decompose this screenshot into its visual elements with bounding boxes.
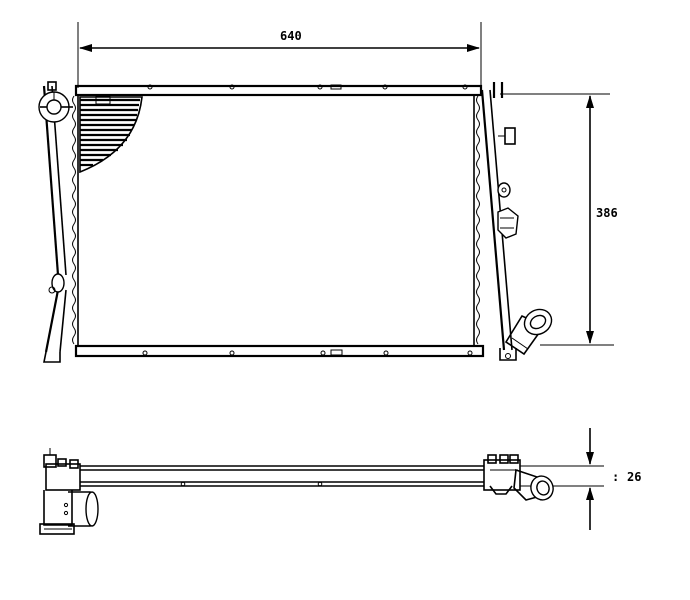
height-dimension: 386	[500, 93, 628, 346]
left-side-tank	[42, 81, 67, 363]
depth-label: 26	[627, 470, 641, 484]
depth-dimension: : 26	[520, 428, 641, 530]
radiator-core	[72, 95, 480, 346]
width-dimension: 640	[77, 22, 482, 88]
height-label: 386	[596, 206, 618, 220]
right-side-tank	[480, 82, 519, 351]
depth-prefix: :	[612, 470, 619, 484]
fan-shroud-hatch	[79, 95, 143, 174]
front-view: 640 386	[38, 22, 628, 363]
filler-cap	[38, 91, 73, 123]
width-label: 640	[280, 29, 302, 43]
left-end-tank	[39, 448, 99, 535]
bottom-tank	[74, 344, 485, 358]
top-tank	[74, 84, 483, 97]
right-end-tank	[483, 454, 554, 501]
top-view: : 26	[39, 428, 641, 535]
core-band	[80, 465, 484, 487]
outlet-pipe	[499, 308, 553, 361]
